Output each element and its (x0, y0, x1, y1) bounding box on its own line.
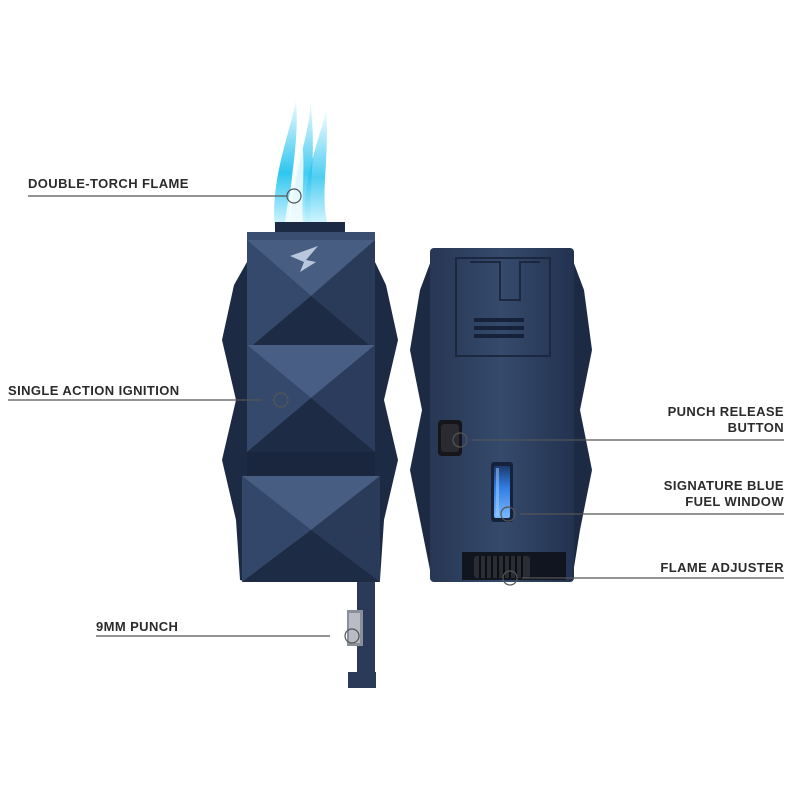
label-line-1: SIGNATURE BLUE (663, 478, 784, 493)
back-lighter (410, 248, 592, 582)
punch-release-button-shape (438, 420, 462, 456)
circle-marker (500, 506, 516, 522)
label-flame-adjuster: FLAME ADJUSTER (660, 560, 784, 576)
label-9mm-punch: 9MM PUNCH (96, 619, 178, 635)
label-line-2: BUTTON (727, 420, 784, 435)
flame-adjuster-wheel (462, 552, 566, 580)
label-text: DOUBLE-TORCH FLAME (28, 176, 189, 191)
pyramid-top (247, 240, 375, 350)
callout-lines (8, 188, 784, 644)
label-text: SINGLE ACTION IGNITION (8, 383, 180, 398)
fuel-window (491, 462, 513, 522)
label-line-1: PUNCH RELEASE (667, 404, 784, 419)
front-lighter (222, 232, 398, 688)
punch-housing (455, 257, 551, 357)
label-text: 9MM PUNCH (96, 619, 179, 634)
circle-marker (502, 570, 518, 586)
pyramid-middle (247, 345, 375, 452)
punch-blade (347, 575, 376, 688)
circle-marker (273, 392, 289, 408)
label-double-torch-flame: DOUBLE-TORCH FLAME (28, 176, 189, 192)
pyramid-bottom (242, 476, 380, 582)
label-signature-blue-fuel-window: SIGNATURE BLUE FUEL WINDOW (664, 478, 784, 510)
circle-marker (344, 628, 360, 644)
circle-marker (452, 432, 468, 448)
hummingbird-logo (290, 246, 318, 272)
flame (274, 100, 345, 234)
label-line-2: FUEL WINDOW (685, 494, 784, 509)
label-text: FLAME ADJUSTER (660, 560, 784, 575)
label-punch-release-button: PUNCH RELEASE BUTTON (668, 404, 784, 436)
label-single-action-ignition: SINGLE ACTION IGNITION (8, 383, 180, 399)
